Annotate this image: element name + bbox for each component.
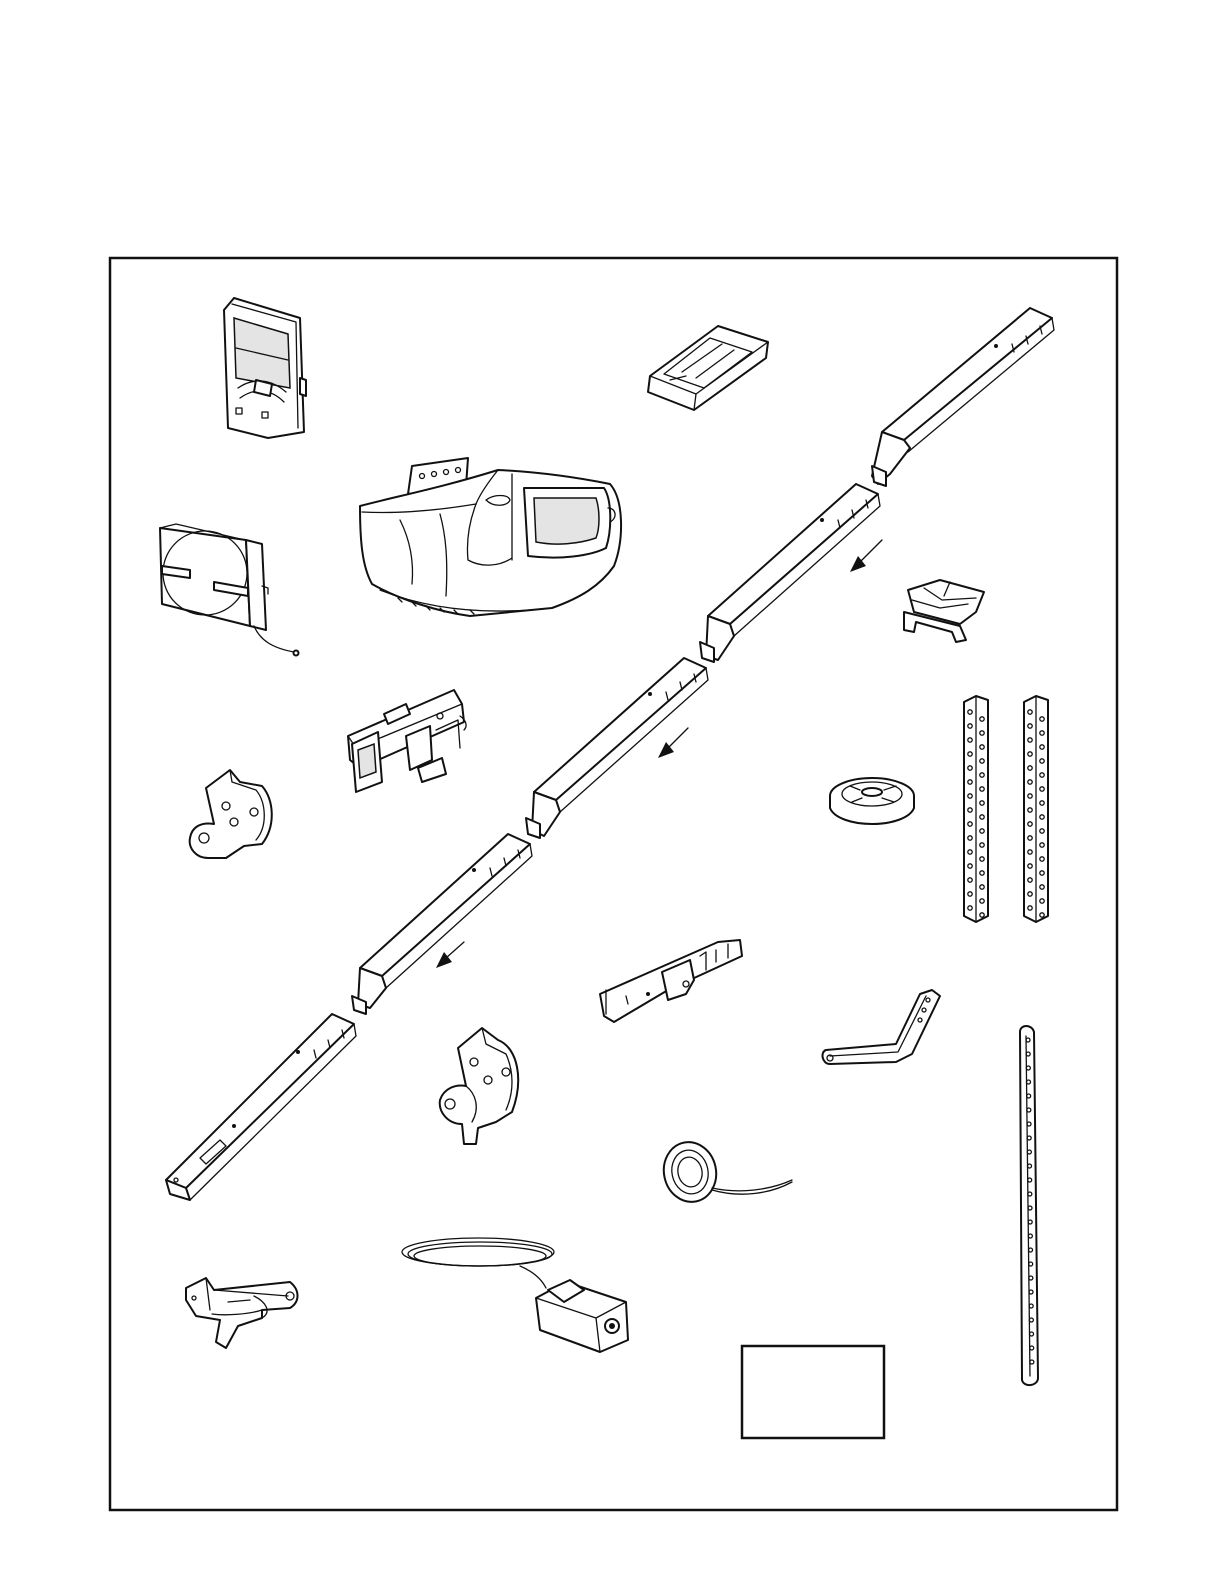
rail-section-5	[166, 1014, 356, 1200]
bell-wire	[658, 1137, 792, 1207]
curved-door-arm	[823, 990, 940, 1064]
rail-section-3	[526, 658, 708, 838]
assembly-arrow-3	[436, 942, 464, 968]
remote-control	[648, 326, 768, 410]
rail-end-bracket	[186, 1278, 298, 1348]
trolley	[348, 690, 466, 792]
header-bracket	[190, 770, 272, 858]
assembly-arrow-1	[850, 540, 882, 572]
idler-pulley	[830, 778, 914, 824]
hanging-brackets	[964, 696, 1048, 922]
sprocket-cover	[904, 580, 984, 642]
assembly-arrow-2	[658, 728, 688, 758]
rail-section-1	[872, 308, 1054, 486]
rail-section-2	[700, 484, 880, 662]
opener-motor-unit	[360, 458, 621, 616]
wall-control	[224, 298, 306, 438]
rail-section-4	[352, 834, 532, 1014]
safety-sensor	[402, 1238, 628, 1352]
hardware-bag-label	[742, 1346, 884, 1438]
safety-sensor-bracket-1	[440, 1028, 518, 1144]
door-bracket	[600, 940, 742, 1022]
light-lens	[160, 524, 299, 656]
